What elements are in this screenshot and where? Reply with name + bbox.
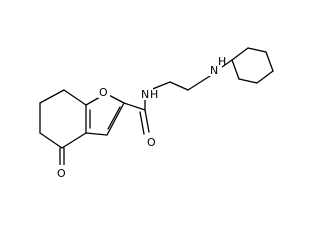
amide-n-label: N <box>141 88 149 101</box>
molecule-diagram: N H N H O O O <box>39 47 274 180</box>
amide-o-label: O <box>147 136 156 149</box>
ketone-carbonyl <box>59 147 65 167</box>
cyclohexane-ring <box>231 47 274 84</box>
amine-h-label: H <box>218 55 226 68</box>
furan-ring <box>85 91 125 136</box>
furan-o-label: O <box>99 86 108 99</box>
amide-h-label: H <box>150 88 158 101</box>
cyclohexanone-ring <box>39 89 87 149</box>
amine-n-label: N <box>210 64 218 77</box>
atom-labels: N H N H O O O <box>56 55 226 180</box>
ketone-o-label: O <box>57 167 66 180</box>
structure-svg: N H N H O O O <box>39 47 274 180</box>
amide-carbonyl <box>123 102 150 135</box>
